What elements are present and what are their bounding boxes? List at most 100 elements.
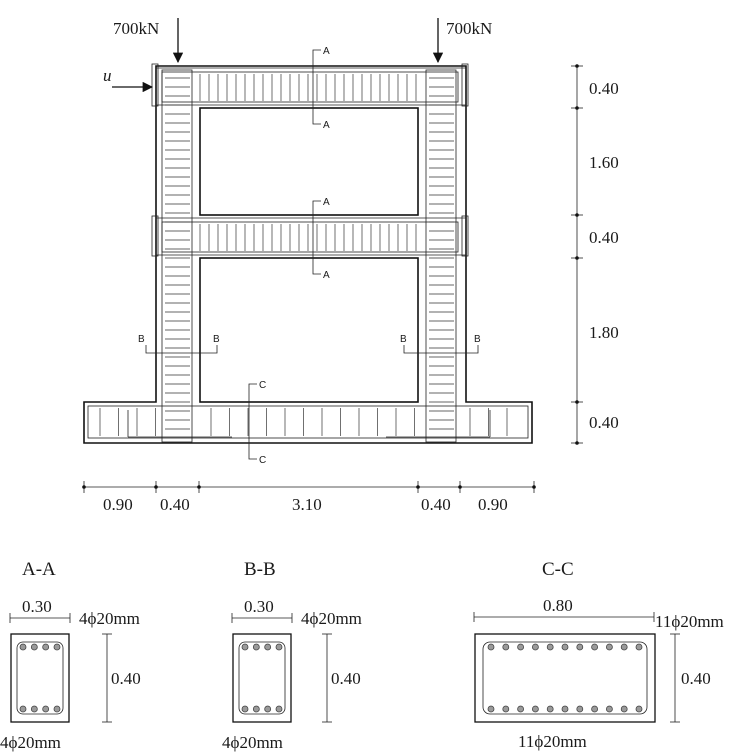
section-outline	[232, 633, 292, 723]
section-title: C-C	[542, 559, 574, 580]
section-top-bars: 11ϕ20mm	[655, 612, 724, 631]
rebar	[502, 643, 510, 651]
rebar	[241, 705, 249, 713]
section-width: 0.80	[543, 596, 573, 615]
rebar	[635, 643, 643, 651]
section-a-a: A-A 0.30 4ϕ20mm 0.40 4ϕ20mm	[0, 559, 141, 752]
rebar	[561, 643, 569, 651]
rebar	[620, 705, 628, 713]
stirrup	[482, 641, 648, 715]
rebar	[19, 705, 27, 713]
rebar	[264, 643, 272, 651]
dim-tick	[575, 106, 579, 110]
dim-tick	[82, 485, 86, 489]
frame-outline	[83, 65, 533, 444]
section-outline	[10, 633, 70, 723]
rebar	[546, 643, 554, 651]
rebar	[532, 643, 539, 651]
section-bottom-bars: 11ϕ20mm	[518, 732, 587, 751]
cut-label-c: C	[259, 380, 266, 391]
section-title: A-A	[22, 559, 56, 580]
cut-label-b: B	[400, 334, 407, 345]
frame-elevation: 700kN 700kN u A A A A B B B B C C	[82, 18, 619, 514]
cut-label-a: A	[323, 197, 330, 208]
section-b-b: B-B 0.30 4ϕ20mm 0.40 4ϕ20mm	[222, 559, 362, 752]
section-bottom-bars: 4ϕ20mm	[0, 733, 61, 752]
rebar	[502, 705, 510, 713]
rebar	[42, 705, 50, 713]
lower-opening	[199, 257, 419, 403]
section-top-bars: 4ϕ20mm	[301, 609, 362, 628]
dim-tick	[197, 485, 201, 489]
dim-tick	[575, 213, 579, 217]
dim-tick	[532, 485, 536, 489]
rebar	[517, 643, 524, 651]
section-height: 0.40	[681, 669, 711, 688]
dim-label: 0.90	[478, 495, 508, 514]
section-height: 0.40	[111, 669, 141, 688]
rebar	[591, 643, 598, 651]
rebar	[546, 705, 554, 713]
dim-label: 0.40	[589, 79, 619, 98]
vertical-dimensions: 0.40 1.60 0.40 1.80 0.40	[571, 64, 619, 445]
section-height: 0.40	[331, 669, 361, 688]
dim-label: 1.60	[589, 153, 619, 172]
cut-label-b: B	[474, 334, 481, 345]
section-title: B-B	[244, 559, 276, 580]
section-outline	[474, 633, 656, 723]
rebar	[252, 643, 260, 651]
section-width: 0.30	[244, 597, 274, 616]
load-arrows	[112, 18, 444, 93]
dim-tick	[154, 485, 158, 489]
right-load-label: 700kN	[446, 19, 492, 38]
rebar	[517, 705, 524, 713]
rebar	[53, 643, 61, 651]
lateral-load-label: u	[103, 66, 112, 85]
dim-tick	[575, 441, 579, 445]
dim-label: 0.90	[103, 495, 133, 514]
section-bottom-bars: 4ϕ20mm	[222, 733, 283, 752]
rebar	[19, 643, 27, 651]
rebar	[252, 705, 260, 713]
dim-label: 0.40	[160, 495, 190, 514]
cut-label-b: B	[213, 334, 220, 345]
dim-label: 1.80	[589, 323, 619, 342]
upper-opening	[199, 107, 419, 216]
section-top-bars: 4ϕ20mm	[79, 609, 140, 628]
horizontal-dimensions: 0.90 0.40 3.10 0.40 0.90	[82, 481, 536, 514]
cut-label-b: B	[138, 334, 145, 345]
rebar	[42, 643, 50, 651]
rebar	[275, 705, 283, 713]
section-cuts: A A A A B B B B C C	[138, 46, 481, 466]
dim-label: 3.10	[292, 495, 322, 514]
dim-label: 0.40	[421, 495, 451, 514]
dim-label: 0.40	[589, 413, 619, 432]
rebar	[30, 705, 38, 713]
rebar	[30, 643, 38, 651]
dim-tick	[575, 256, 579, 260]
cut-label-a: A	[323, 46, 330, 57]
rebar	[606, 643, 613, 651]
rebar	[620, 643, 628, 651]
stirrup	[16, 641, 64, 715]
rebar	[635, 705, 643, 713]
rebar	[606, 705, 613, 713]
rebar	[275, 643, 283, 651]
rebar	[576, 705, 584, 713]
rebar	[487, 643, 495, 651]
reinforcement-outlines	[87, 63, 529, 443]
cut-label-a: A	[323, 120, 330, 131]
stirrup	[238, 641, 286, 715]
rebar	[576, 643, 584, 651]
rebar	[487, 705, 495, 713]
rebar	[53, 705, 61, 713]
rebar	[264, 705, 272, 713]
left-load-label: 700kN	[113, 19, 159, 38]
cut-label-a: A	[323, 270, 330, 281]
rebar	[561, 705, 569, 713]
dim-tick	[416, 485, 420, 489]
rebar	[241, 643, 249, 651]
rebar	[591, 705, 598, 713]
section-c-c: C-C 0.80 11ϕ20mm 0.40 11ϕ20mm	[473, 559, 724, 751]
